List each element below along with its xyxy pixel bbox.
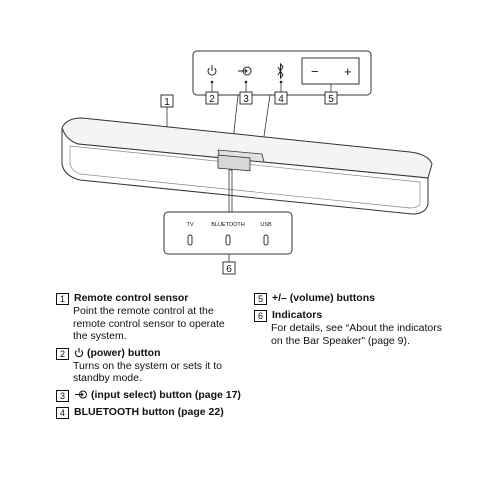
indicator-tv (187, 234, 193, 246)
bar-speaker (61, 117, 433, 215)
indicator-usb (263, 234, 269, 246)
legend-item-bluetooth-button: 4 BLUETOOTH button (page 22) (56, 406, 242, 419)
volume-plus-label: + (344, 64, 352, 79)
input-select-icon (238, 66, 252, 76)
power-icon (74, 347, 84, 357)
indicator-bluetooth (225, 234, 231, 246)
legend-item-input-select: 3 (input select) button (page 17) (56, 389, 242, 402)
legend-title: +/– (volume) buttons (272, 292, 375, 304)
legend-title: Indicators (272, 309, 323, 321)
input-select-icon (75, 390, 87, 398)
legend-right-column: 5 +/– (volume) buttons 6 Indicators For de… (254, 292, 444, 351)
control-panel-callout: − + (192, 50, 372, 96)
callout-3: 3 (239, 91, 253, 105)
bluetooth-icon (277, 62, 284, 80)
legend-title: BLUETOOTH button (page 22) (74, 405, 224, 418)
svg-text:6: 6 (226, 264, 232, 275)
indicator-label-tv: TV (186, 222, 193, 228)
legend-description: Turns on the system or sets it to standb… (73, 359, 222, 385)
indicator-label-usb: USB (260, 222, 272, 228)
legend-number: 3 (56, 389, 69, 402)
legend-number: 6 (254, 310, 267, 322)
callout-6: 6 (222, 261, 236, 275)
legend-title: (input select) button (page 17) (91, 388, 241, 401)
legend-title: (power) button (87, 346, 161, 359)
callout-2: 2 (205, 91, 219, 105)
legend-description: Point the remote control at the remote c… (73, 305, 225, 342)
legend-title: Remote control sensor (74, 292, 189, 304)
power-icon (207, 65, 217, 76)
legend-item-remote-sensor: 1 Remote control sensor Point the remote … (56, 292, 242, 343)
svg-text:2: 2 (209, 94, 215, 105)
legend-number: 5 (254, 293, 267, 305)
callout-1: 1 (160, 94, 174, 108)
legend-item-volume-buttons: 5 +/– (volume) buttons (254, 292, 444, 305)
indicator-label-bluetooth: BLUETOOTH (211, 222, 245, 228)
svg-text:5: 5 (328, 94, 334, 105)
bar-speaker-diagram: − + 2 3 4 5 1 (61, 50, 433, 275)
svg-text:3: 3 (243, 94, 249, 105)
legend-item-power-button: 2 (power) button Turns on the system or … (56, 347, 242, 385)
indicators-callout: TV BLUETOOTH USB (163, 211, 293, 255)
legend-item-indicators: 6 Indicators For details, see “About the … (254, 309, 444, 347)
legend-left-column: 1 Remote control sensor Point the remote … (56, 292, 242, 423)
legend-number: 4 (56, 406, 69, 419)
legend-number: 1 (56, 293, 69, 305)
svg-text:4: 4 (278, 94, 284, 105)
volume-buttons (301, 57, 360, 85)
remote-sensor (217, 154, 251, 172)
callout-5: 5 (324, 91, 338, 105)
callout-4: 4 (274, 91, 288, 105)
legend-number: 2 (56, 347, 69, 360)
legend-description: For details, see “About the indicators o… (271, 322, 443, 347)
volume-minus-label: − (311, 64, 319, 79)
svg-text:1: 1 (164, 97, 170, 108)
